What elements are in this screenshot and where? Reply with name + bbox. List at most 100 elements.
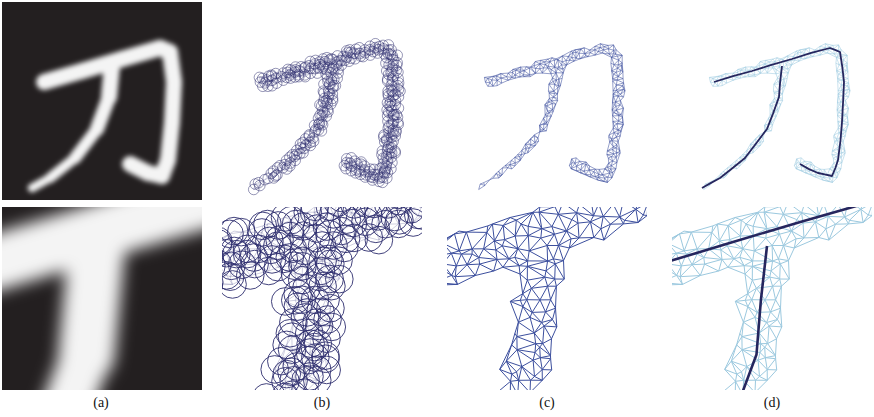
sample-circle	[367, 175, 378, 186]
mesh-edges	[672, 207, 872, 390]
glyph-stroke	[130, 164, 148, 173]
sample-circle	[278, 162, 289, 173]
sample-circle	[300, 71, 311, 82]
sample-circles	[248, 38, 405, 194]
sample-circle	[222, 220, 243, 248]
sample-circle	[316, 126, 327, 137]
sample-circle	[271, 383, 299, 390]
medial-axis	[702, 66, 782, 188]
panel-mesh	[479, 44, 625, 190]
panel-label: (a)	[93, 395, 109, 411]
sample-circle	[292, 366, 320, 390]
mesh-edges	[479, 44, 625, 190]
sample-circle	[346, 161, 357, 172]
sample-circle	[281, 164, 292, 175]
sample-circle	[340, 55, 351, 66]
sample-circle	[301, 286, 329, 314]
sample-circle	[374, 41, 385, 52]
mesh-edges	[254, 44, 400, 190]
sample-circle	[365, 226, 393, 254]
sample-circle	[281, 260, 309, 288]
sample-circle	[278, 75, 289, 86]
sample-circle	[222, 262, 240, 290]
sample-circle	[293, 71, 304, 82]
sample-circle	[255, 180, 266, 191]
sample-circle	[321, 111, 332, 122]
sample-circle	[385, 210, 413, 238]
sample-circle	[409, 207, 422, 217]
sample-circle	[285, 161, 296, 172]
glyph-stroke	[50, 158, 75, 178]
mesh-edges	[704, 44, 850, 190]
sample-circle	[222, 271, 246, 299]
sample-circle	[358, 51, 369, 62]
sample-circle	[389, 109, 400, 120]
glyph-stroke	[132, 207, 202, 222]
sample-circle	[344, 56, 355, 67]
sample-circle	[289, 151, 300, 162]
sample-circle	[374, 176, 385, 187]
glyph-stroke	[75, 129, 97, 158]
sample-circle	[267, 80, 278, 91]
sample-circle	[248, 219, 276, 247]
sample-circles	[222, 207, 422, 390]
panel-circles	[222, 207, 422, 390]
sample-circle	[355, 51, 366, 62]
sample-circle	[290, 67, 301, 78]
sample-circle	[273, 360, 301, 388]
sample-circle	[270, 171, 281, 182]
sample-circle	[298, 147, 309, 158]
panel-circles	[248, 38, 405, 194]
sample-circle	[355, 224, 383, 252]
panel-mesh	[447, 207, 647, 390]
blurred-glyph	[2, 207, 202, 390]
sample-circle	[323, 106, 334, 117]
glyph-stroke	[45, 355, 87, 391]
sample-circle	[393, 67, 404, 78]
panel-label: (d)	[764, 395, 780, 411]
sample-circle	[327, 89, 338, 100]
medial-axis	[714, 48, 844, 176]
sample-circle	[236, 262, 264, 290]
sample-circle	[326, 265, 354, 293]
sample-circle	[307, 257, 335, 285]
sample-circle	[319, 107, 330, 118]
sample-circle	[365, 50, 376, 61]
sample-circle	[322, 104, 333, 115]
sample-circle	[290, 155, 301, 166]
sample-circle	[322, 73, 333, 84]
panel-label: (c)	[539, 395, 555, 411]
medial-axis	[672, 246, 767, 390]
image-ground	[2, 2, 202, 200]
sample-circle	[278, 323, 306, 351]
sample-circle	[291, 379, 319, 390]
sample-circle	[372, 210, 400, 238]
panel-axis	[702, 44, 850, 190]
glyph-stroke	[32, 178, 50, 188]
sample-circle	[395, 86, 406, 97]
blurred-glyph	[32, 48, 174, 188]
sample-circle	[399, 209, 422, 237]
panel-image	[2, 2, 202, 200]
sample-circle	[260, 78, 271, 89]
sample-circle	[351, 165, 362, 176]
panel-axis	[672, 207, 872, 390]
panel-label: (b)	[314, 395, 330, 411]
sample-circle	[270, 245, 298, 273]
sample-circle	[316, 250, 344, 278]
sample-circle	[377, 177, 388, 188]
sample-circle	[222, 263, 244, 291]
sample-circle	[390, 89, 401, 100]
sample-circle	[281, 72, 292, 83]
sample-circle	[352, 208, 380, 236]
medial-axis	[672, 207, 872, 390]
sample-circle	[264, 253, 292, 281]
sample-circle	[313, 124, 324, 135]
mesh-edges	[222, 207, 422, 390]
panel-image	[2, 207, 202, 390]
sample-circle	[248, 184, 259, 195]
sample-circle	[350, 53, 361, 64]
mesh-edges	[447, 207, 647, 390]
